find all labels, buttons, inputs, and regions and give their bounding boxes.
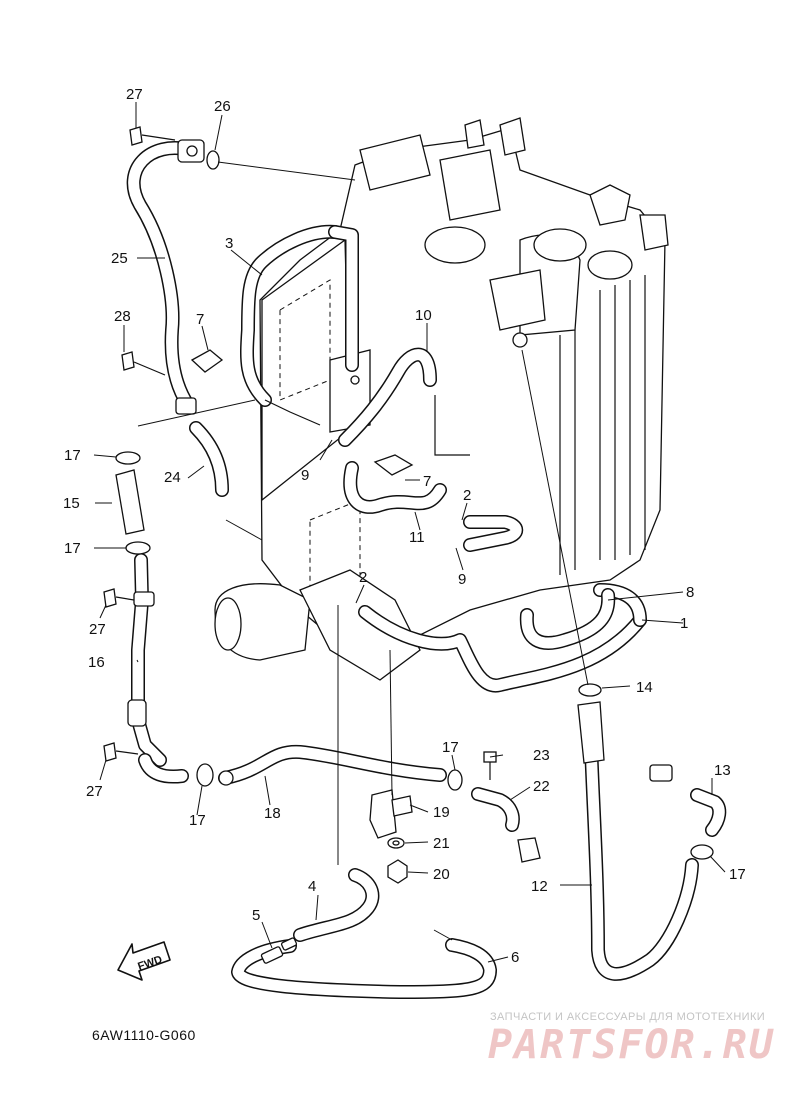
callout-21: 21 — [433, 835, 450, 852]
callout-1: 1 — [680, 615, 688, 632]
watermark-logo: PARTSFOR.RU — [488, 1022, 775, 1068]
callout-15: 15 — [63, 495, 80, 512]
callout-17-e: 17 — [729, 866, 746, 883]
callout-19: 19 — [433, 804, 450, 821]
engine-block — [214, 117, 669, 681]
clamp-7 — [190, 349, 414, 476]
callout-7-left: 7 — [196, 311, 204, 328]
callout-25: 25 — [111, 250, 128, 267]
callout-20: 20 — [433, 866, 450, 883]
leader-lines — [93, 102, 726, 963]
part-22-fitting — [471, 787, 541, 863]
callout-2-lower: 2 — [359, 569, 367, 586]
part-28-bolt — [121, 351, 166, 376]
callout-18: 18 — [264, 805, 281, 822]
callout-26: 26 — [214, 98, 231, 115]
part-27-bolts — [103, 126, 176, 762]
callout-17-c: 17 — [189, 812, 206, 829]
callout-11: 11 — [409, 529, 425, 546]
callout-2-upper: 2 — [463, 487, 471, 504]
callout-22: 22 — [533, 778, 550, 795]
callout-6: 6 — [511, 949, 519, 966]
fwd-arrow: FWD — [117, 941, 171, 981]
callout-7-right: 7 — [423, 473, 431, 490]
hose-25 — [126, 139, 205, 415]
clamps-17 — [115, 451, 714, 860]
hose-18 — [218, 744, 447, 786]
callout-24: 24 — [164, 469, 181, 486]
callout-5: 5 — [252, 907, 260, 924]
callout-27-top: 27 — [126, 86, 143, 103]
callout-27-bottom: 27 — [86, 783, 103, 800]
callout-13: 13 — [714, 762, 731, 779]
part-5-joint — [260, 937, 298, 964]
callout-27-mid: 27 — [89, 621, 106, 638]
hose-3 — [240, 224, 359, 426]
callout-17-b: 17 — [64, 540, 81, 557]
callout-12: 12 — [531, 878, 548, 895]
part-21-washer — [387, 837, 405, 849]
watermark-text: ЗАПЧАСТИ И АКСЕССУАРЫ ДЛЯ МОТОТЕХНИКИ — [490, 1011, 765, 1023]
hose-6 — [231, 938, 497, 999]
part-26-oring — [206, 150, 220, 170]
hose-16 — [127, 553, 189, 784]
callout-14: 14 — [636, 679, 653, 696]
callout-17-a: 17 — [64, 447, 81, 464]
callout-16: 16 — [88, 654, 105, 671]
diagram-code: 6AW1110-G060 — [92, 1027, 196, 1043]
callout-4: 4 — [308, 878, 316, 895]
part-20-bolt — [387, 859, 408, 884]
hose-10 — [338, 347, 470, 456]
hose-24 — [189, 421, 229, 497]
callout-28: 28 — [114, 308, 131, 325]
callout-23: 23 — [533, 747, 550, 764]
callout-9-left: 9 — [301, 467, 309, 484]
callout-8: 8 — [686, 584, 694, 601]
callout-9-right: 9 — [458, 571, 466, 588]
hose-15 — [115, 469, 145, 535]
hose-8 — [519, 588, 616, 650]
callout-3: 3 — [225, 235, 233, 252]
callout-labels: 1 2 2 3 4 5 6 7 7 8 9 9 10 11 12 13 14 1… — [63, 86, 746, 966]
part-19-holder — [369, 789, 413, 839]
part-13-elbow — [649, 764, 727, 837]
callout-17-d: 17 — [442, 739, 459, 756]
callout-10: 10 — [415, 307, 432, 324]
hose-11 — [343, 461, 447, 514]
hose-2-branch — [463, 515, 523, 552]
hose-12 — [577, 701, 699, 981]
hose-4 — [293, 868, 380, 942]
